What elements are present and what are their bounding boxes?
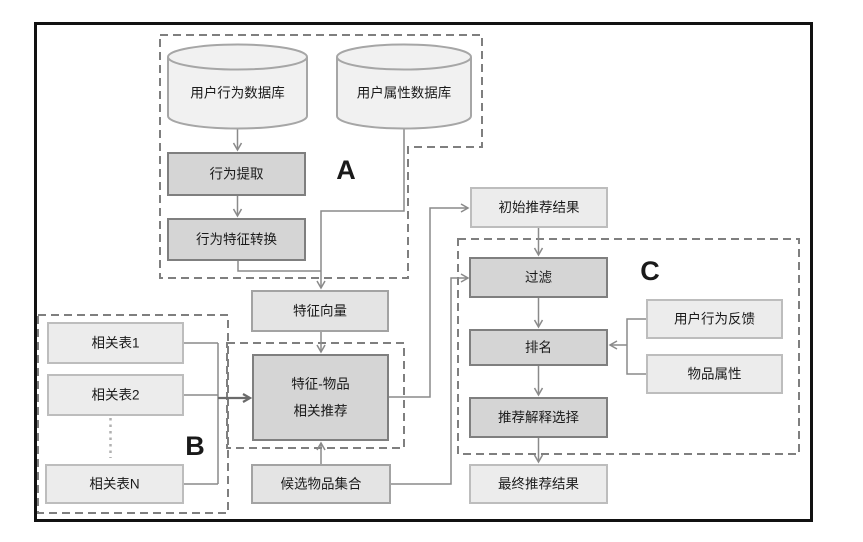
related-table-n-box bbox=[45, 464, 184, 504]
final-rec-result-box bbox=[469, 464, 608, 504]
node-item-attributes: 物品属性 bbox=[646, 354, 783, 394]
initial-rec-result-label: 初始推荐结果 bbox=[499, 199, 580, 215]
behavior-feature-transform-box bbox=[167, 218, 306, 261]
user-behavior-db-top bbox=[167, 43, 308, 71]
feature-vector-box bbox=[251, 290, 389, 332]
initial-rec-result-box bbox=[470, 187, 608, 228]
node-candidate-item-set: 候选物品集合 bbox=[251, 464, 391, 504]
feature-item-group-outline bbox=[226, 342, 405, 449]
related-table-n-label: 相关表N bbox=[89, 477, 139, 492]
connector-feature-item-to-initial-result bbox=[388, 203, 470, 398]
node-behavior-feature-transform: 行为特征转换 bbox=[167, 218, 306, 261]
ranking-label: 排名 bbox=[525, 340, 552, 355]
node-initial-rec-result: 初始推荐结果 bbox=[470, 187, 608, 228]
node-related-table-2: 相关表2 bbox=[47, 374, 184, 416]
feature-vector-label: 特征向量 bbox=[293, 304, 347, 319]
user-attr-db-top bbox=[336, 43, 472, 71]
rec-explanation-selection-box bbox=[469, 397, 608, 438]
candidate-item-set-label: 候选物品集合 bbox=[281, 477, 362, 492]
connector-attrdb-to-feature-vector bbox=[316, 128, 405, 290]
user-behavior-db-body bbox=[167, 57, 308, 130]
related-table-1-box bbox=[47, 322, 184, 364]
rec-explanation-selection-label: 推荐解释选择 bbox=[498, 410, 579, 425]
node-rec-explanation-selection: 推荐解释选择 bbox=[469, 397, 608, 438]
behavior-feature-transform-label: 行为特征转换 bbox=[196, 232, 277, 247]
related-table-1-label: 相关表1 bbox=[91, 336, 139, 351]
node-filter: 过滤 bbox=[469, 257, 608, 298]
node-ranking: 排名 bbox=[469, 329, 608, 366]
feature-item-recommendation-label-line1: 特征-物品 bbox=[291, 377, 350, 392]
final-rec-result-label: 最终推荐结果 bbox=[498, 477, 579, 492]
feature-item-recommendation-label-line2: 相关推荐 bbox=[294, 404, 348, 419]
diagram-frame bbox=[34, 22, 813, 522]
node-feature-vector: 特征向量 bbox=[251, 290, 389, 332]
node-user-attr-db: 用户属性数据库 bbox=[336, 43, 472, 130]
node-user-behavior-db: 用户行为数据库 bbox=[167, 43, 308, 130]
user-behavior-feedback-label: 用户行为反馈 bbox=[674, 311, 755, 327]
group-c-outline bbox=[457, 238, 800, 455]
connector-itemattr-to-junction bbox=[626, 345, 647, 375]
node-related-table-1: 相关表1 bbox=[47, 322, 184, 364]
connector-transform-to-feature-vector bbox=[237, 260, 321, 272]
item-attributes-box bbox=[646, 354, 783, 394]
node-behavior-extraction: 行为提取 bbox=[167, 152, 306, 196]
user-attr-db-label: 用户属性数据库 bbox=[357, 85, 452, 101]
user-behavior-db-label: 用户行为数据库 bbox=[190, 85, 285, 101]
behavior-extraction-box bbox=[167, 152, 306, 196]
behavior-extraction-label: 行为提取 bbox=[210, 167, 264, 182]
filter-box bbox=[469, 257, 608, 298]
filter-label: 过滤 bbox=[525, 270, 553, 285]
connector-related-tables-collector bbox=[183, 342, 219, 485]
user-attr-db-body bbox=[336, 57, 472, 130]
group-a-outline bbox=[159, 34, 483, 279]
feature-item-recommendation-box bbox=[252, 354, 389, 441]
ranking-box bbox=[469, 329, 608, 366]
group-b-label: B bbox=[185, 431, 205, 461]
node-user-behavior-feedback: 用户行为反馈 bbox=[646, 299, 783, 339]
group-a-label: A bbox=[336, 155, 356, 185]
item-attributes-label: 物品属性 bbox=[688, 367, 742, 382]
group-b-outline bbox=[37, 314, 229, 514]
connector-candidate-to-filter bbox=[390, 273, 470, 485]
group-c-label: C bbox=[640, 256, 660, 286]
related-table-2-label: 相关表2 bbox=[91, 388, 139, 403]
user-behavior-feedback-box bbox=[646, 299, 783, 339]
node-related-table-n: 相关表N bbox=[45, 464, 184, 504]
connector-feedback-to-junction bbox=[626, 318, 647, 345]
node-feature-item-recommendation: 特征-物品 相关推荐 bbox=[252, 354, 389, 441]
candidate-item-set-box bbox=[251, 464, 391, 504]
node-final-rec-result: 最终推荐结果 bbox=[469, 464, 608, 504]
related-table-2-box bbox=[47, 374, 184, 416]
